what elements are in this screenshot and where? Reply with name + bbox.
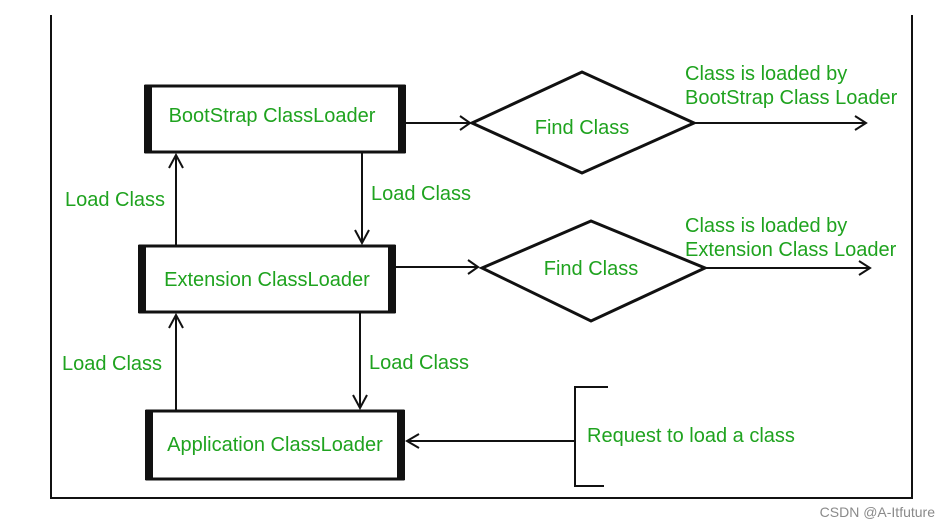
arrow-ext-to-bootstrap — [168, 152, 184, 245]
find-class-decision-1: Find Class — [468, 70, 698, 175]
loaded-by-label: Extension Class Loader — [685, 239, 897, 261]
arrow-ext-to-app — [352, 313, 368, 411]
loaded-by-label: Class is loaded by — [685, 215, 847, 237]
request-label: Request to load a class — [587, 425, 795, 447]
load-class-label: Load Class — [62, 353, 162, 375]
bootstrap-label: BootStrap ClassLoader — [169, 105, 376, 127]
arrow-app-to-ext — [168, 312, 184, 410]
loaded-by-label: Class is loaded by — [685, 63, 847, 85]
application-classloader-node: Application ClassLoader — [145, 409, 405, 481]
load-class-label: Load Class — [369, 352, 469, 374]
loaded-by-label: BootStrap Class Loader — [685, 87, 898, 109]
find-class-decision-2: Find Class — [478, 219, 709, 323]
request-bracket — [574, 386, 608, 487]
find-class-label: Find Class — [544, 258, 638, 280]
arrow-request-to-app — [405, 433, 575, 449]
extension-classloader-node: Extension ClassLoader — [138, 244, 396, 314]
bootstrap-classloader-node: BootStrap ClassLoader — [144, 84, 406, 154]
find-class-label: Find Class — [535, 117, 629, 139]
load-class-label: Load Class — [371, 183, 471, 205]
extension-label: Extension ClassLoader — [164, 269, 370, 291]
arrow-to-find-class-2 — [396, 259, 480, 275]
arrow-out-1 — [694, 115, 868, 131]
arrow-to-find-class-1 — [406, 115, 472, 131]
frame — [50, 15, 913, 499]
load-class-label: Load Class — [65, 189, 165, 211]
arrow-bootstrap-to-ext — [354, 153, 370, 246]
application-label: Application ClassLoader — [167, 434, 383, 456]
watermark: CSDN @A-Itfuture — [819, 504, 935, 520]
arrow-out-2 — [705, 260, 872, 276]
